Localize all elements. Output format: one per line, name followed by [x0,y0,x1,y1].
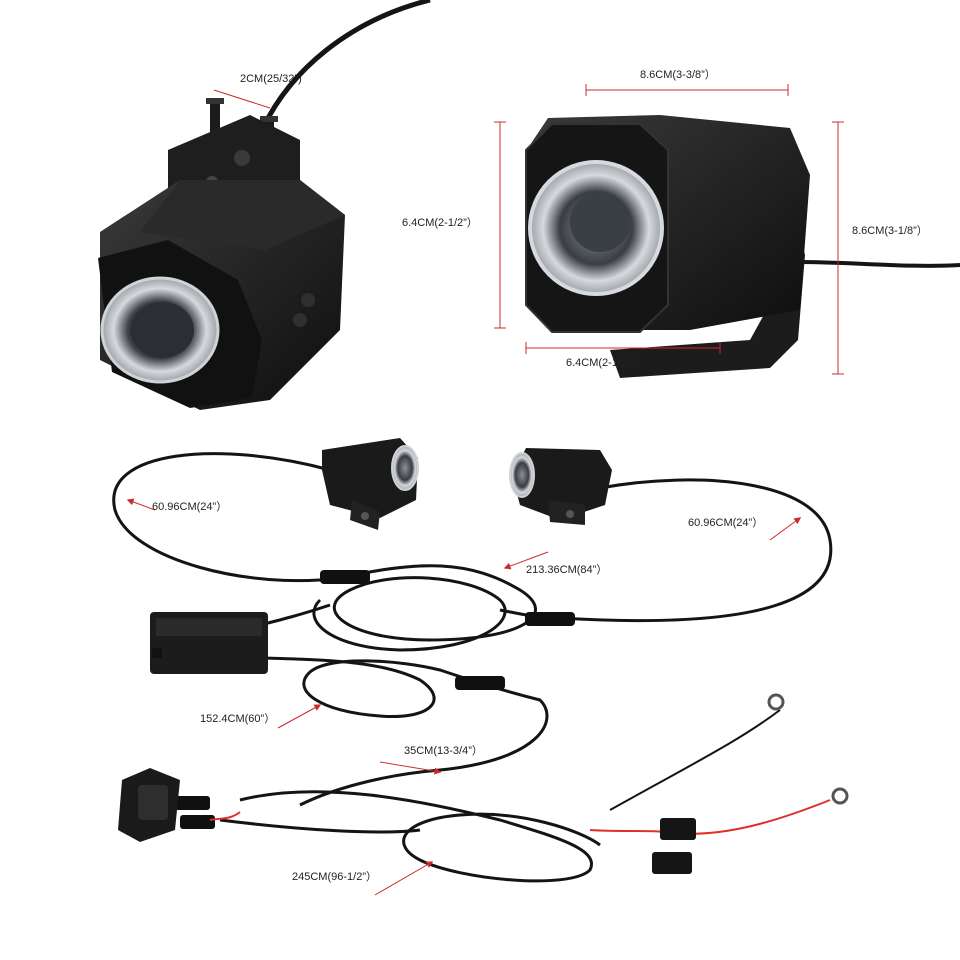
mount-width-dimension-line [213,89,271,109]
top-width-label: 8.6CM(3-3/8”） [640,69,716,81]
dimension-arrows [126,498,802,896]
main-cable-label: 213.36CM(84”） [526,564,608,576]
controller-cable-label: 152.4CM(60”） [200,713,276,725]
light-cable [799,260,960,268]
power-wires [209,709,831,835]
controller-box [150,612,268,674]
bottom-width-label: 6.4CM(2-1/2”） [566,357,642,369]
switch-cable-label: 35CM(13-3/4”） [404,745,483,757]
mount-width-label: 2CM(25/32”) [240,73,302,85]
cable-connectors [175,570,575,829]
front-height-label: 6.4CM(2-1/2”） [402,217,478,229]
spotlight-angled-view [98,0,431,410]
harness-light-left [322,438,419,530]
right-light-cable-label: 60.96CM(24”） [688,517,764,529]
side-height-label: 8.6CM(3-1/8”） [852,225,928,237]
battery-cable-label: 245CM(96-1/2”） [292,871,377,883]
fuse-holder [652,818,696,874]
left-light-cable-label: 60.96CM(24”） [152,501,228,513]
l-bracket [610,195,805,378]
ring-terminals [767,693,849,805]
harness-light-right [509,448,612,525]
light-cable [259,0,431,132]
spotlight-front-view [494,84,960,378]
rocker-switch [118,768,180,842]
